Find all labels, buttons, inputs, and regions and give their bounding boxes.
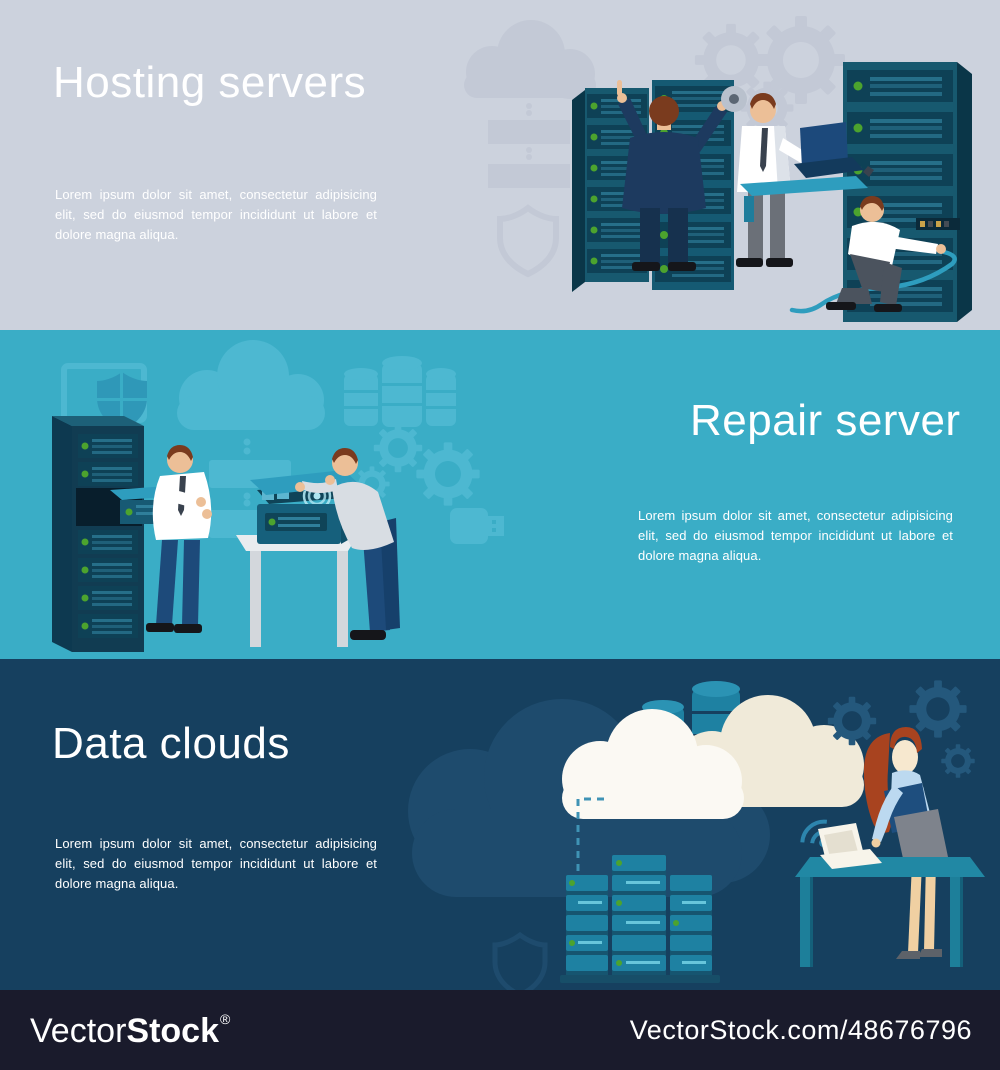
banner-title: Repair server [690,396,961,445]
banner-body-wrap: Lorem ipsum dolor sit amet, consectetur … [55,834,377,894]
banner-title-wrap: Hosting servers [53,58,367,107]
server-rack [52,416,208,652]
laptop-icon [818,823,882,869]
hosting-illustration [464,16,972,322]
shield-icon [492,931,548,990]
brand-bold: Stock [126,1012,219,1050]
registered-mark: ® [219,1011,231,1027]
cloud-icon [177,340,325,455]
gear-icon [941,744,975,778]
cloud-icon [562,709,744,819]
gear-icon [827,696,877,746]
connector-dashed-line [576,797,604,871]
banner-data-clouds: Data clouds Lorem ipsum dolor sit amet, … [0,659,1000,990]
desk [795,857,985,967]
database-icon [344,356,456,427]
technician-drawer-figure [146,445,212,633]
banner-title: Hosting servers [53,58,367,107]
woman-arm [871,785,903,848]
brand-light: Vector [30,1012,127,1050]
server-stack [560,855,720,983]
data-blocks-icon [488,120,570,188]
technician-repair-figure [295,448,400,640]
banner-repair-server: Repair server Lorem ipsum dolor sit amet… [0,330,1000,659]
vectorstock-logo: VectorStock® [30,1012,230,1048]
repair-table [236,535,358,647]
clouds-illustration [408,680,985,990]
shelf [740,176,868,196]
banner-body-wrap: Lorem ipsum dolor sit amet, consectetur … [55,185,377,245]
banner-title-wrap: Repair server [690,396,961,445]
watermark-bar: VectorStock® VectorStock.com/48676796 [0,990,1000,1070]
banner-title: Data clouds [52,719,290,768]
shield-icon [497,204,559,278]
banner-body: Lorem ipsum dolor sit amet, consectetur … [638,508,953,564]
technician-suit-figure [617,80,747,271]
skirt [894,809,948,863]
gear-icon [416,442,480,506]
banner-body-wrap: Lorem ipsum dolor sit amet, consectetur … [638,506,953,566]
gear-icon [909,680,967,738]
technician-cable-figure [789,166,960,314]
banner-title-wrap: Data clouds [52,719,290,768]
banner-body: Lorem ipsum dolor sit amet, consectetur … [55,187,377,243]
laptop-icon [794,122,864,178]
watermark-url: VectorStock.com/48676796 [629,1014,972,1045]
cloud-icon [464,20,596,116]
repair-illustration [52,340,504,652]
usb-icon [450,508,504,544]
gear-icon [373,423,423,473]
banner-hosting-servers: Hosting servers Lorem ipsum dolor sit am… [0,0,1000,330]
banner-body: Lorem ipsum dolor sit amet, consectetur … [55,836,377,892]
technician-laptop-figure [736,93,868,267]
